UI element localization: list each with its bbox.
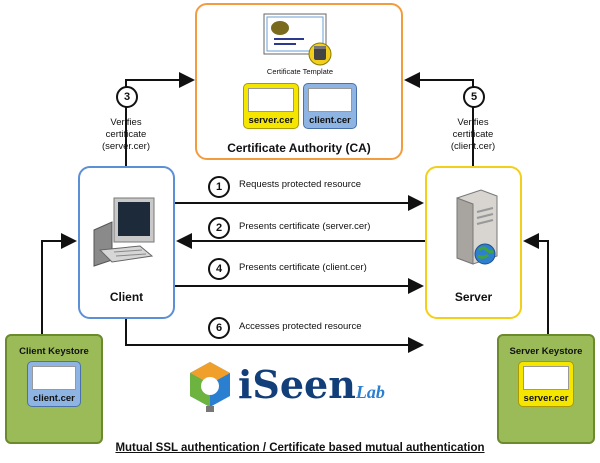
arrow-step-6 <box>125 319 424 353</box>
step-6-label: Accesses protected resource <box>239 321 362 332</box>
server-keystore-cert: server.cer <box>518 361 574 407</box>
diagram-caption: Mutual SSL authentication / Certificate … <box>115 442 485 454</box>
client-keystore-cert-label: client.cer <box>33 393 75 404</box>
arrow-keystore-to-server <box>523 233 549 334</box>
step-5-badge: 5 <box>463 86 485 108</box>
step-6-badge: 6 <box>208 317 230 339</box>
cert-document-icon <box>523 366 569 390</box>
server-label: Server <box>454 290 493 304</box>
step-2-badge: 2 <box>208 217 230 239</box>
cert-document-icon <box>308 88 352 112</box>
iseenlab-logo-icon <box>190 362 230 412</box>
cert-document-icon <box>248 88 294 112</box>
certificate-template-label: Certificate Template <box>266 67 334 76</box>
client-keystore-cert: client.cer <box>27 361 81 407</box>
server-keystore-cert-label: server.cer <box>523 393 569 404</box>
step-1-badge: 1 <box>208 176 230 198</box>
step-4-badge: 4 <box>208 258 230 280</box>
step-1-label: Requests protected resource <box>239 179 361 190</box>
step-4-label: Presents certificate (client.cer) <box>239 262 367 273</box>
cert-document-icon <box>32 366 76 390</box>
ca-server-cert: server.cer <box>243 83 299 129</box>
ca-client-cert: client.cer <box>303 83 357 129</box>
step-3-badge: 3 <box>116 86 138 108</box>
certificate-template-icon <box>263 13 332 66</box>
arrow-client-to-ca <box>125 72 195 166</box>
server-keystore-box: Server Keystore <box>497 334 595 444</box>
step-2-label: Presents certificate (server.cer) <box>239 221 371 232</box>
computer-icon <box>93 197 155 267</box>
server-keystore-title: Server Keystore <box>509 346 583 357</box>
step-5-label: Verifies certificate (client.cer) <box>450 117 496 152</box>
arrow-keystore-to-client <box>41 233 77 334</box>
server-icon <box>456 189 498 265</box>
ca-client-cert-label: client.cer <box>309 115 351 126</box>
ca-title: Certificate Authority (CA) <box>227 141 371 155</box>
client-label: Client <box>109 290 144 304</box>
step-3-label: Verifies certificate (server.cer) <box>101 117 151 152</box>
client-keystore-title: Client Keystore <box>19 346 89 357</box>
iseenlab-logo-text: iSeenLab <box>238 362 385 407</box>
ca-server-cert-label: server.cer <box>248 115 294 126</box>
arrow-server-to-ca <box>404 72 474 166</box>
